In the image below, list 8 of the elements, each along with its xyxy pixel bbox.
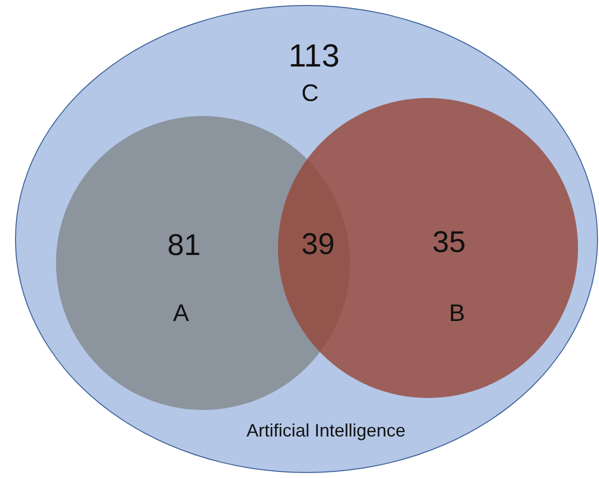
number-label: 113 xyxy=(288,38,340,74)
number-label: 39 xyxy=(301,228,335,262)
number-label: 81 xyxy=(167,229,201,263)
set-letter: A xyxy=(173,300,189,328)
number-label: 35 xyxy=(432,226,466,260)
set-letter: B xyxy=(449,300,465,328)
set-letter: C xyxy=(301,80,319,108)
set-caption: Artificial Intelligence xyxy=(246,420,406,442)
